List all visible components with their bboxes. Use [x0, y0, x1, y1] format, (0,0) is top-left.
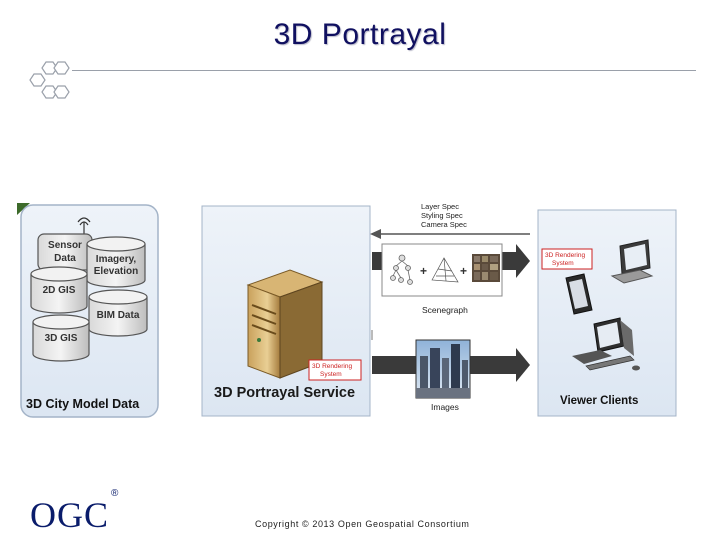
mesh-icon	[431, 257, 459, 283]
spec-layer: Layer Spec	[421, 202, 459, 211]
portrayal-service-panel: 3D Rendering System 3D Portrayal Service	[201, 205, 371, 417]
plus-glyph-2: +	[460, 264, 467, 278]
sensor-label-line2: Data	[54, 253, 76, 264]
slide-title: 3D Portrayal	[273, 18, 447, 51]
service-title: 3D Portrayal Service	[214, 385, 355, 401]
hexagon-logo-icon	[22, 60, 80, 102]
gis-2d-label: 2D GIS	[43, 285, 76, 296]
request-specs: Layer Spec Styling Spec Camera Spec	[421, 202, 467, 229]
server-icon	[246, 269, 324, 379]
imagery-label-line2: Elevation	[94, 266, 138, 277]
registered-mark: ®	[111, 488, 120, 499]
service-badge-line1: 3D Rendering	[312, 363, 352, 370]
bim-data-source: BIM Data	[88, 289, 148, 337]
viewer-clients-title: Viewer Clients	[560, 395, 638, 407]
gis-3d-source: 3D GIS	[32, 314, 90, 362]
ogc-logo: OGC®	[30, 488, 118, 536]
copyright-notice: Copyright © 2013 Open Geospatial Consort…	[255, 519, 470, 529]
sensor-label-line1: Sensor	[48, 240, 82, 251]
images-flow: Images	[372, 339, 530, 412]
scenegraph-label: Scenegraph	[422, 305, 468, 315]
city-model-panel: Sensor Data Imagery, Elevation 2D GIS BI…	[17, 203, 159, 418]
tablet-icon	[565, 273, 593, 315]
request-arrow	[370, 229, 530, 239]
scenegraph-flow: + + Scenegraph	[372, 243, 530, 315]
city-render-image	[416, 344, 470, 398]
bim-label: BIM Data	[97, 310, 140, 321]
imagery-label-line1: Imagery,	[96, 254, 137, 265]
viewer-clients-panel: 3D Rendering System Viewer Clients	[537, 209, 677, 417]
service-badge-line2: System	[320, 371, 342, 378]
ogc-logo-text: OGC	[30, 495, 110, 535]
client-rendering-badge: 3D Rendering System	[541, 248, 593, 270]
client-badge-line1: 3D Rendering	[545, 252, 585, 259]
spec-styling: Styling Spec	[421, 211, 463, 220]
service-rendering-badge: 3D Rendering System	[308, 359, 362, 381]
plus-glyph-1: +	[420, 264, 427, 278]
desktop-icon	[572, 317, 640, 371]
gis-2d-source: 2D GIS	[30, 266, 88, 314]
sensor-data-source: Sensor Data	[37, 233, 93, 271]
gis-3d-label: 3D GIS	[45, 333, 78, 344]
images-label: Images	[431, 402, 459, 412]
imagery-elevation-source: Imagery, Elevation	[86, 236, 146, 288]
laptop-icon	[610, 239, 654, 284]
city-model-title: 3D City Model Data	[26, 397, 140, 411]
client-badge-line2: System	[552, 260, 574, 267]
spec-camera: Camera Spec	[421, 220, 467, 229]
scenegraph-tree-icon	[390, 254, 413, 285]
texture-icon	[472, 254, 500, 282]
title-divider	[72, 70, 696, 71]
